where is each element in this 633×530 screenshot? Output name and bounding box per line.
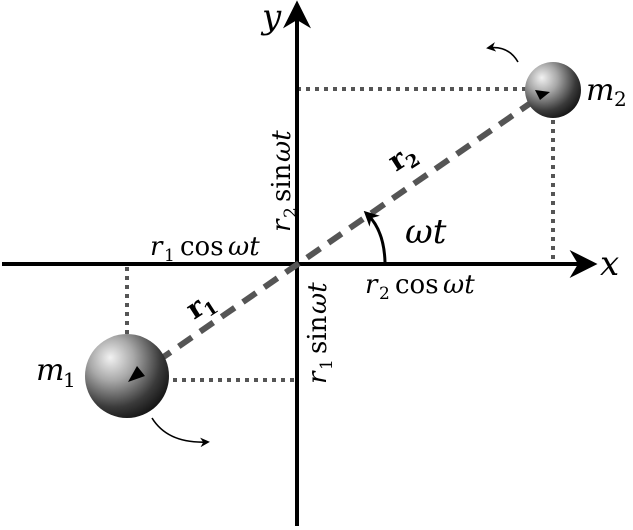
svg-text:1: 1 [63, 368, 76, 392]
svg-text:ωt: ωt [228, 232, 260, 262]
vector-r2-label: r 2 [382, 141, 424, 177]
r1-sin-label: r 1 sin ωt [303, 282, 337, 384]
svg-text:2: 2 [614, 87, 627, 111]
mass-m1-ball [85, 334, 169, 418]
svg-text:2: 2 [281, 207, 301, 218]
mass-m2-label: m 2 [586, 73, 627, 111]
r2-cos-label: r 2 cos ωt [365, 270, 475, 304]
mass-m2-ball [525, 62, 581, 118]
rotation-arrow-m1-icon [151, 417, 210, 448]
svg-text:m: m [586, 73, 614, 108]
svg-text:r: r [150, 232, 164, 262]
r2-arrowhead-icon [535, 90, 550, 100]
r1-arrowhead-icon [128, 366, 145, 382]
svg-text:1: 1 [317, 359, 337, 370]
r2-sin-label: r 2 sin ωt [267, 130, 301, 232]
svg-text:cos: cos [395, 270, 439, 300]
x-axis-label: x [600, 244, 619, 284]
svg-text:1: 1 [164, 246, 175, 266]
vector-r1-label: r 1 [180, 289, 222, 325]
rotation-arrow-m2-icon [486, 42, 519, 63]
svg-text:2: 2 [379, 284, 390, 304]
svg-text:r: r [365, 270, 379, 300]
r1-cos-label: r 1 cos ωt [150, 232, 260, 266]
svg-text:m: m [36, 353, 64, 388]
angle-arc-icon [363, 210, 387, 263]
svg-text:sin: sin [267, 163, 297, 202]
svg-text:ωt: ωt [303, 282, 333, 314]
mass-m1-label: m 1 [36, 353, 76, 392]
dashed-rod [134, 88, 550, 379]
svg-text:sin: sin [303, 315, 333, 354]
svg-text:ωt: ωt [267, 130, 297, 162]
svg-text:r: r [303, 370, 333, 384]
svg-text:cos: cos [180, 232, 224, 262]
y-axis-label: y [260, 0, 282, 37]
angle-label: ωt [405, 212, 447, 252]
svg-text:ωt: ωt [443, 270, 475, 300]
svg-text:r: r [267, 218, 297, 232]
